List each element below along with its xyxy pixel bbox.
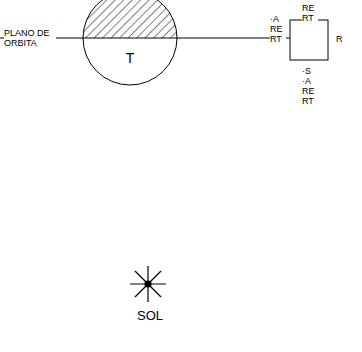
right-label: R <box>336 34 348 44</box>
satellite-square <box>290 20 328 60</box>
top-label: RE RT <box>302 3 318 23</box>
earth-circle: T <box>82 0 178 86</box>
earth-label: T <box>82 50 178 66</box>
earth-outline <box>82 0 178 86</box>
sun-label: SOL <box>130 308 170 323</box>
sun-symbol <box>130 266 166 302</box>
left-label: ·A RE RT <box>270 14 286 44</box>
bottom-label: ·S ·A RE RT <box>302 66 318 106</box>
orbit-plane-label: PLANO DE ORBITA <box>4 28 56 48</box>
